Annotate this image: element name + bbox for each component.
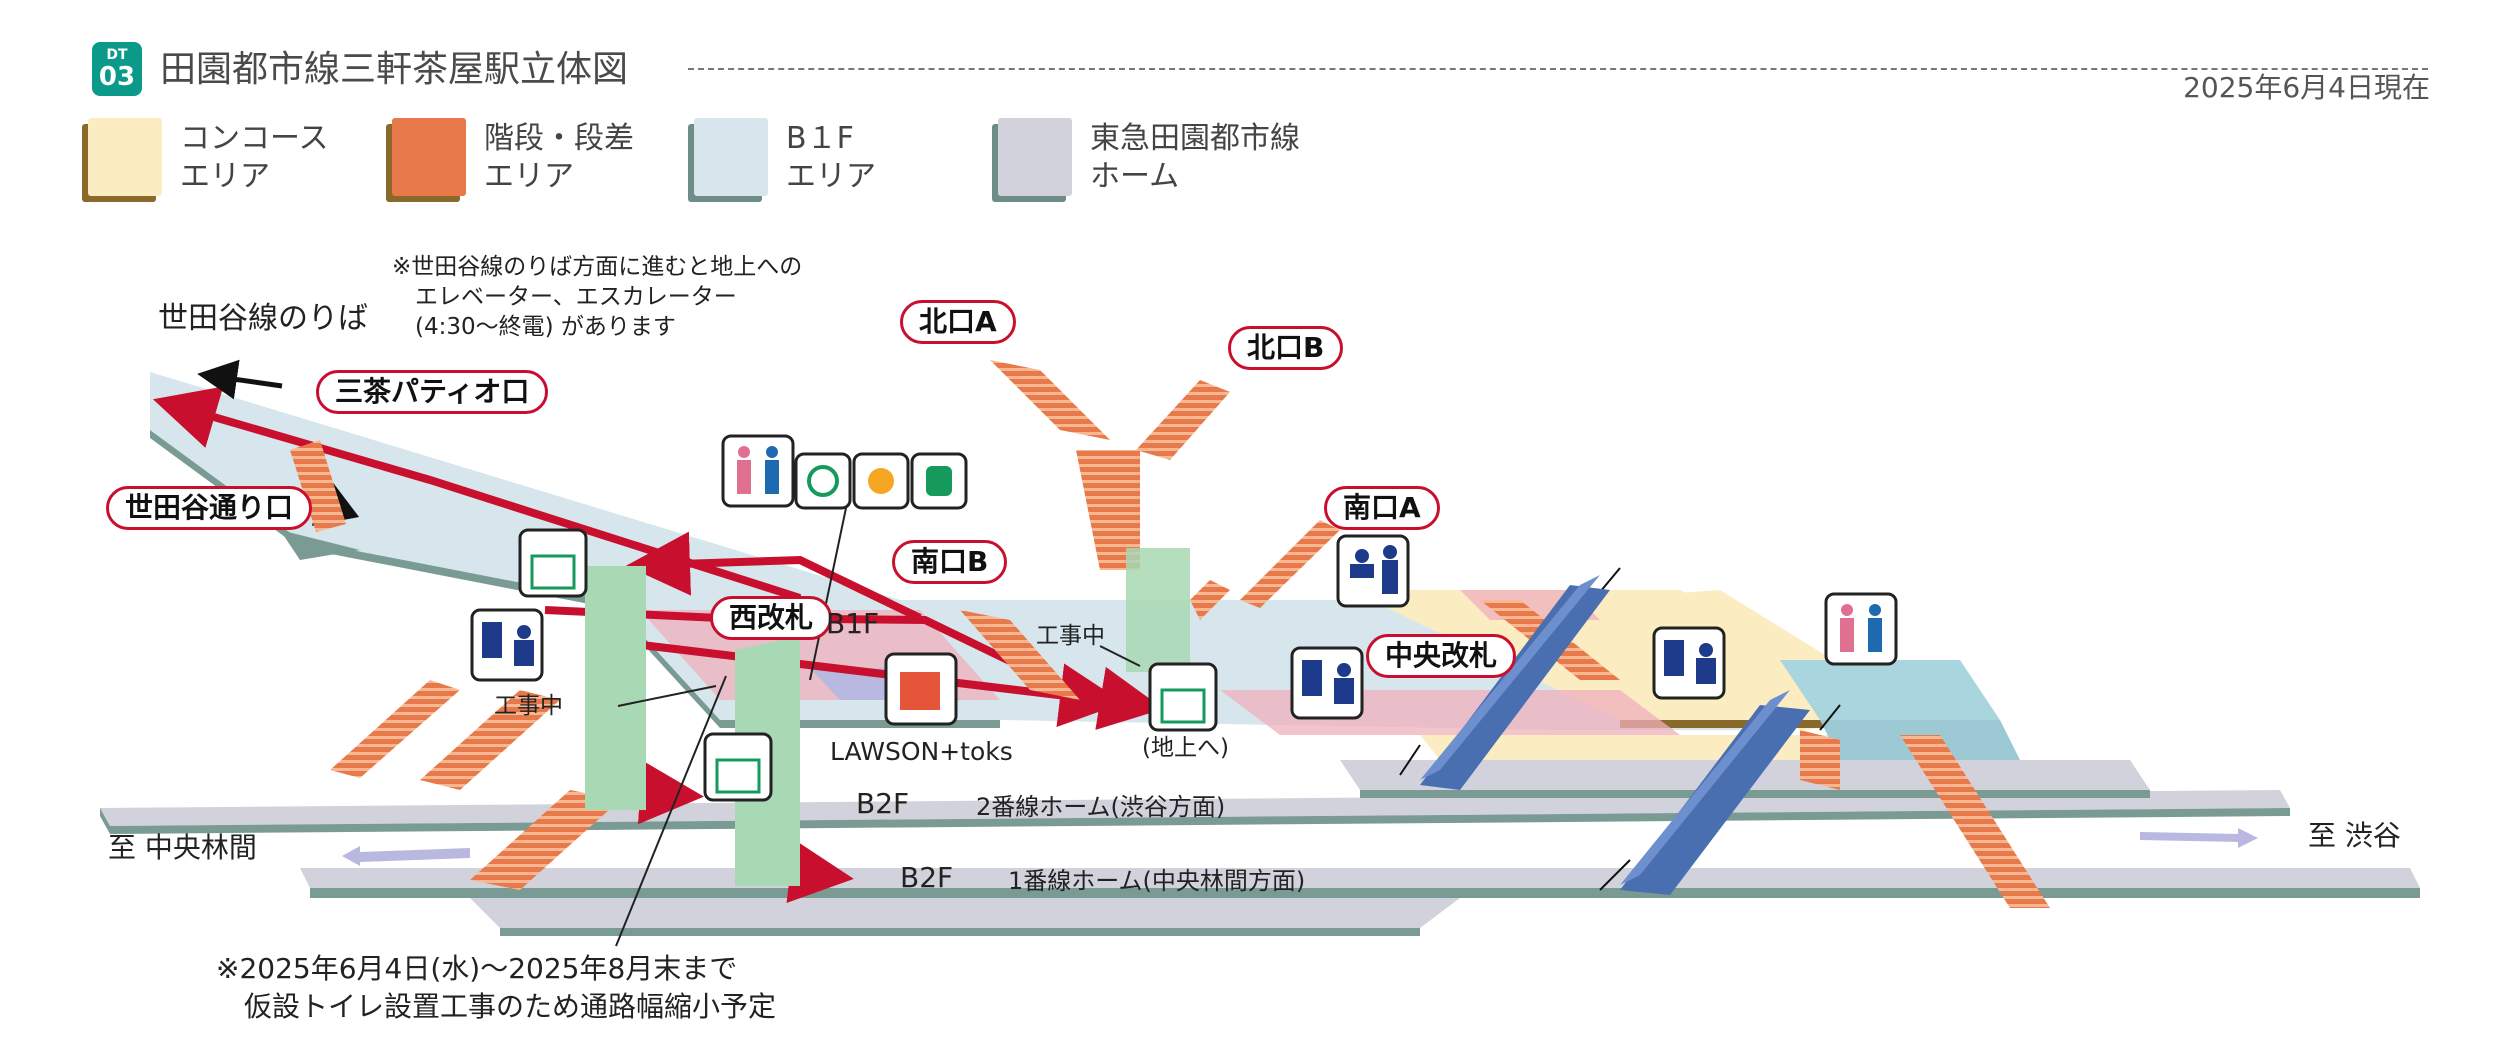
- title-divider: [688, 68, 2428, 70]
- exit-label-north-b[interactable]: 北口B: [1228, 326, 1344, 370]
- ticket-office-icon-west: [470, 608, 544, 682]
- ticket-office-icon-east: [1652, 626, 1726, 700]
- direction-arrow-chuo-rinkan: [342, 846, 470, 866]
- station-staff-icon: [1336, 534, 1410, 608]
- direction-shibuya: 至 渋谷: [2308, 819, 2401, 852]
- legend-label-platform: 東急田園都市線 ホーム: [1090, 121, 1300, 194]
- setagaya-line-label: 世田谷線のりば: [158, 301, 368, 336]
- page-title: 田園都市線三軒茶屋駅立体図: [160, 49, 629, 90]
- ticket-office-icon-central: [1290, 646, 1364, 720]
- accessible-toilet-icon: [794, 452, 852, 510]
- line-badge-code: DT: [106, 47, 128, 63]
- facility-pointer-line: [809, 507, 847, 681]
- b2f-label-lower: B2F: [900, 861, 954, 894]
- note-pointer-line: [615, 675, 727, 947]
- elevator-icon-west: [518, 528, 588, 598]
- baby-room-icon: [852, 452, 910, 510]
- to-ground-label: (地上へ): [1142, 735, 1229, 761]
- exit-label-south-a[interactable]: 南口A: [1324, 486, 1440, 530]
- construction-label-center: 工事中: [1036, 623, 1105, 649]
- line-badge: DT 03: [92, 42, 142, 96]
- escalators: [1420, 575, 1810, 895]
- b1f-concourse: [150, 372, 1760, 730]
- legend-swatch-b1f: [694, 118, 768, 196]
- legend-swatch-platform: [998, 118, 1072, 196]
- store-icon: [884, 652, 958, 726]
- construction-pointer-west: [617, 685, 717, 707]
- legend-swatch-stairs: [392, 118, 466, 196]
- b1f-label: B1F: [826, 607, 880, 640]
- store-name: LAWSON+toks: [830, 737, 1013, 766]
- elevator-icon-ground: [1148, 662, 1218, 732]
- exit-label-sancha-patio[interactable]: 三茶パティオ口: [316, 370, 549, 414]
- legend-label-concourse: コンコース エリア: [180, 121, 329, 194]
- note-bottom: ※2025年6月4日(水)～2025年8月末まで 仮設トイレ設置工事のため通路幅…: [216, 952, 777, 1023]
- route-to-setagaya-line: [152, 386, 1164, 904]
- legend-label-b1f: B１F エリア: [786, 121, 876, 194]
- platform-1: [300, 868, 2420, 936]
- exit-label-setagaya-dori[interactable]: 世田谷通り口: [106, 486, 313, 530]
- legend-label-stairs: 階段・段差 エリア: [484, 121, 634, 194]
- platform-2-label: 2番線ホーム(渋谷方面): [976, 793, 1226, 821]
- direction-arrow-shibuya: [2140, 828, 2258, 848]
- ostomate-icon: [910, 452, 968, 510]
- gate-label-west[interactable]: 西改札: [710, 596, 833, 640]
- b2f-label-upper: B2F: [856, 787, 910, 820]
- direction-chuo-rinkan: 至 中央林間: [108, 831, 257, 864]
- construction-label-west: 工事中: [494, 693, 563, 719]
- toilet-icon-east: [1824, 592, 1898, 666]
- legend-swatch-concourse: [88, 118, 162, 196]
- exit-label-south-b[interactable]: 南口B: [892, 540, 1008, 584]
- as-of-date: 2025年6月4日現在: [2183, 71, 2430, 104]
- toilet-icon-b1f: [721, 434, 795, 508]
- exit-label-north-a[interactable]: 北口A: [900, 300, 1016, 344]
- platform-1-label: 1番線ホーム(中央林間方面): [1008, 867, 1306, 895]
- elevator-icon-center: [703, 732, 773, 802]
- construction-pointer-center: [1099, 645, 1141, 667]
- line-badge-number: 03: [98, 62, 136, 92]
- note-top: ※世田谷線のりば方面に進むと地上への エレベーター、エスカレーター (4:30～…: [392, 254, 803, 340]
- gate-label-central[interactable]: 中央改札: [1366, 634, 1517, 678]
